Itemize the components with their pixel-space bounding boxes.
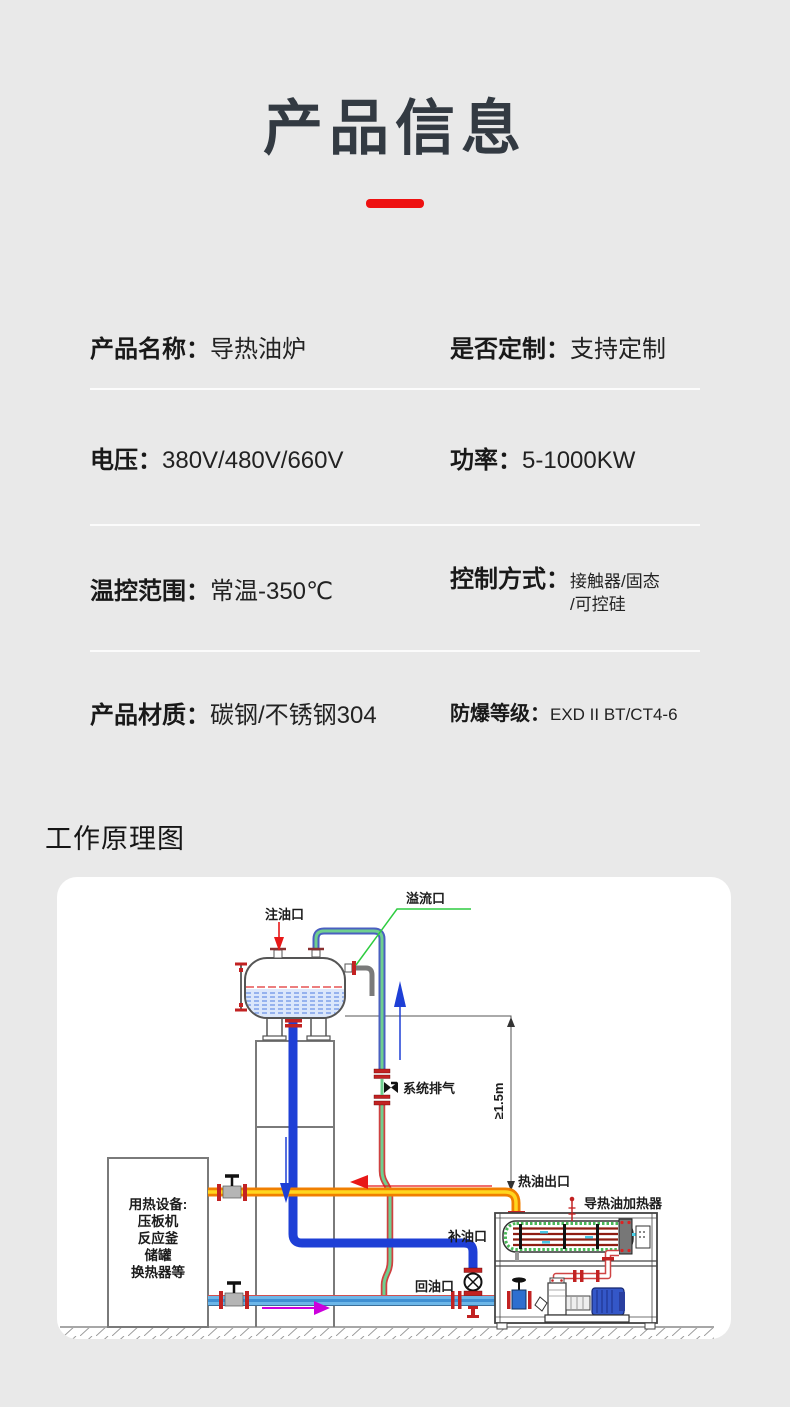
spec-product-name: 产品名称： 导热油炉	[90, 329, 450, 364]
equipment-box: 用热设备: 压板机 反应釜 储罐 换热器等	[107, 1157, 209, 1328]
page-title: 产品信息	[263, 95, 527, 162]
spec-value: 380V/480V/660V	[162, 446, 344, 474]
system-vent-label: 系统排气	[403, 1081, 455, 1096]
spec-value-line2: /可控硅	[570, 595, 626, 614]
hot-flow-arrow	[350, 1175, 492, 1189]
spec-value-line1: 接触器/固态	[570, 572, 660, 592]
check-valve	[534, 1296, 548, 1312]
spec-temp-range: 温控范围： 常温-350℃	[90, 571, 450, 606]
spec-value: 导热油炉	[210, 336, 306, 363]
principle-diagram: 用热设备: 压板机 反应釜 储罐 换热器等 ≥1.5m	[60, 891, 714, 1339]
return-pipe-valve	[219, 1281, 249, 1309]
hot-pipe-valve	[217, 1174, 247, 1201]
spec-value: 支持定制	[570, 336, 666, 363]
working-principle-title: 工作原理图	[45, 824, 185, 854]
spec-material: 产品材质： 碳钢/不锈钢304	[90, 695, 450, 730]
down-flow-arrow	[280, 1137, 292, 1203]
makeup-port-label: 补油口	[447, 1229, 487, 1244]
spec-label: 控制方式：	[450, 566, 570, 594]
spec-row-1: 产品名称： 导热油炉 是否定制： 支持定制	[90, 305, 700, 390]
spec-customizable: 是否定制： 支持定制	[450, 329, 700, 364]
spec-label: 功率：	[450, 446, 522, 474]
heater-label: 导热油加热器	[584, 1196, 663, 1211]
dimension-lines: ≥1.5m	[345, 1015, 515, 1191]
hot-oil-pipe	[208, 1187, 525, 1221]
equipment-box-line2: 压板机	[138, 1213, 179, 1229]
spec-value: 碳钢/不锈钢304	[210, 701, 377, 729]
return-port-label: 回油口	[415, 1279, 454, 1294]
equipment-box-line3: 反应釜	[138, 1230, 179, 1246]
equipment-box-line1: 用热设备:	[129, 1196, 188, 1212]
spec-label: 电压：	[90, 446, 162, 474]
overflow-pipe-upper	[312, 927, 386, 1069]
suction-gate-valve	[507, 1277, 532, 1310]
spec-power: 功率： 5-1000KW	[450, 440, 700, 475]
spec-label: 产品名称：	[90, 336, 210, 363]
tank-legs	[262, 1017, 331, 1041]
spec-explosion-grade: 防爆等级： EXD II BT/CT4-6	[450, 697, 700, 727]
ground	[60, 1326, 714, 1339]
overflow-pipe-lower	[378, 1103, 394, 1299]
return-flow-arrow	[262, 1301, 330, 1315]
spec-label: 温控范围：	[90, 577, 210, 605]
spec-label: 产品材质：	[90, 701, 210, 729]
spec-value: 常温-350℃	[210, 577, 333, 605]
spec-voltage: 电压： 380V/480V/660V	[90, 440, 450, 475]
spec-row-3: 温控范围： 常温-350℃ 控制方式： 接触器/固态 /可控硅	[90, 526, 700, 652]
equipment-box-line5: 换热器等	[131, 1264, 185, 1280]
spec-row-2: 电压： 380V/480V/660V 功率： 5-1000KW	[90, 390, 700, 526]
equipment-box-line4: 储罐	[144, 1247, 172, 1263]
spec-row-4: 产品材质： 碳钢/不锈钢304 防爆等级： EXD II BT/CT4-6	[90, 652, 700, 772]
fill-port-label: 注油口	[265, 907, 304, 922]
expansion-tank	[235, 947, 375, 1019]
spec-label: 防爆等级：	[450, 703, 550, 726]
dimension-label: ≥1.5m	[491, 1083, 506, 1120]
spec-label: 是否定制：	[450, 336, 570, 363]
spec-value: EXD II BT/CT4-6	[550, 705, 678, 725]
accent-bar	[366, 199, 424, 208]
hot-oil-outlet-label: 热油出口	[518, 1174, 570, 1189]
pump-motor	[544, 1287, 630, 1323]
fill-port-arrow	[274, 922, 284, 951]
makeup-valve	[463, 1267, 483, 1318]
overflow-port-label: 溢流口	[406, 891, 445, 906]
system-vent-valve	[373, 1068, 398, 1106]
up-flow-arrow	[394, 981, 406, 1060]
spec-value: 接触器/固态 /可控硅	[570, 571, 660, 617]
return-oil-pipe	[208, 1291, 548, 1309]
cold-oil-pipe	[285, 1019, 478, 1271]
overflow-leader-line	[355, 908, 471, 966]
spec-control-mode: 控制方式： 接触器/固态 /可控硅	[450, 559, 700, 617]
title-block: 产品信息	[0, 0, 790, 208]
spec-value: 5-1000KW	[522, 446, 636, 474]
spec-table: 产品名称： 导热油炉 是否定制： 支持定制 电压： 380V/480V/660V…	[0, 305, 790, 772]
working-principle-diagram-card: 用热设备: 压板机 反应釜 储罐 换热器等 ≥1.5m	[57, 877, 731, 1339]
